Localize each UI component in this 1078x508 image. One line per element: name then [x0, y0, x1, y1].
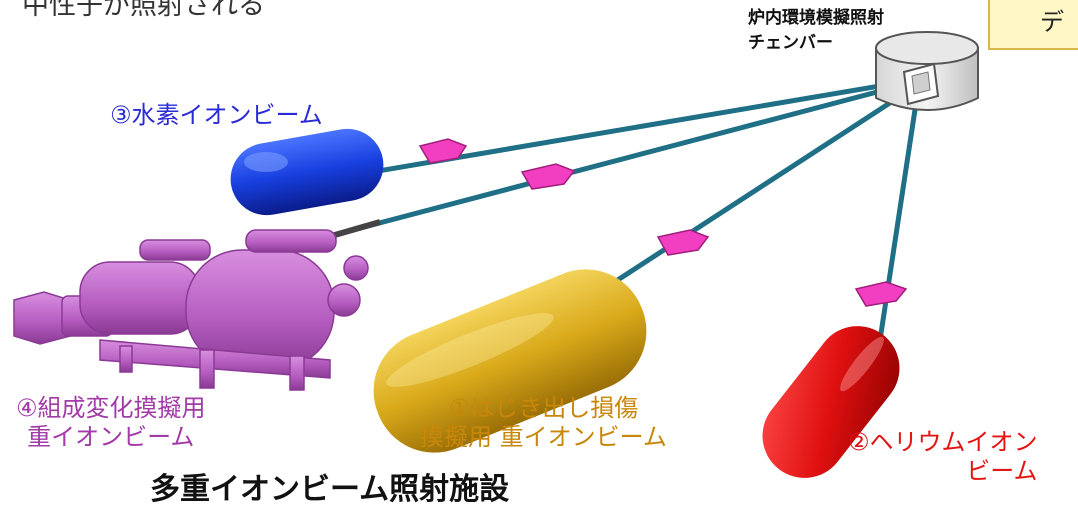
magnet-hydrogen — [418, 138, 468, 164]
bottom-caption: 多重イオンビーム照射施設 — [150, 472, 510, 507]
note-box — [988, 0, 1078, 50]
note-text: デ — [1040, 8, 1064, 36]
hydrogen-beam-label: ③水素イオンビーム — [110, 101, 323, 129]
heavy-ion-tank-icon — [373, 269, 647, 453]
chamber-label-line2: チェンバー — [748, 32, 833, 53]
composition-beam-label: ④組成変化摸擬用 重イオンビーム — [16, 394, 206, 452]
sputtering-beamline — [607, 83, 919, 288]
helium-beam-label-line2: ビーム — [966, 456, 1038, 485]
top-caption: 中性子が照射される — [22, 0, 265, 21]
hydrogen-beamline — [369, 77, 918, 175]
composition-beam-label-line2: 重イオンビーム — [27, 422, 195, 451]
helium-beam-label-line1: ②ヘリウムイオン — [848, 428, 1038, 456]
chamber-label-line1: 炉内環境模擬照射 — [748, 8, 884, 28]
sputtering-beam-label: ①はじき出し損傷 摸擬用 重イオンビーム — [420, 394, 667, 452]
helium-tank-icon — [762, 326, 900, 478]
chamber-label: 炉内環境模擬照射 チェンバー — [748, 6, 884, 55]
magnet-composition — [520, 163, 576, 190]
hydrogen-tank-icon — [230, 128, 384, 216]
sputtering-beam-label-line2: 摸擬用 重イオンビーム — [420, 422, 667, 451]
magnet-helium — [854, 281, 908, 307]
chamber-icon — [875, 31, 979, 111]
beam-magnets — [418, 138, 908, 307]
sputtering-beam-label-line1: ①はじき出し損傷 — [448, 394, 639, 422]
beamline-diagram — [13, 31, 979, 478]
accelerator-machine-icon — [13, 229, 369, 391]
helium-beam-label: ②ヘリウムイオン ビーム — [848, 428, 1038, 486]
magnet-sputtering — [656, 229, 710, 256]
composition-beamline — [327, 79, 918, 239]
composition-beam-label-line1: ④組成変化摸擬用 — [16, 394, 206, 422]
